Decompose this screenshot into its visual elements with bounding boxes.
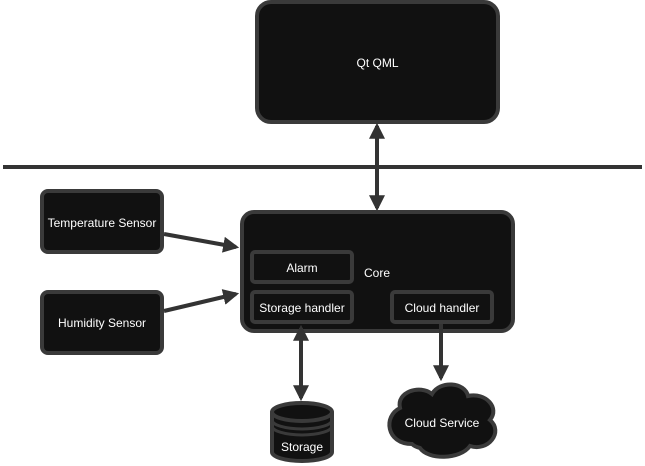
temperature-to-core-arrow [163,232,240,253]
cloud-handler-node: Cloud handler [390,290,494,324]
alarm-label: Alarm [286,261,317,275]
humidity-sensor-node: Humidity Sensor [40,290,164,355]
humidity-to-core-arrow [163,289,240,313]
cloud-service-label: Cloud Service [405,416,480,430]
temperature-sensor-node: Temperature Sensor [40,189,164,254]
qt-qml-label: Qt QML [356,56,398,70]
temperature-sensor-label: Temperature Sensor [48,216,157,230]
qt-qml-node: Qt QML [255,0,500,124]
storage-handler-node: Storage handler [250,290,354,324]
cloud-service-icon: Cloud Service [387,382,498,459]
cloud-handler-label: Cloud handler [405,301,480,315]
alarm-node: Alarm [250,250,354,284]
humidity-sensor-label: Humidity Sensor [58,316,146,330]
storage-label: Storage [281,440,323,454]
storage-database-icon: Storage [270,401,334,463]
core-label: Core [364,266,390,280]
storage-handler-label: Storage handler [259,301,344,315]
